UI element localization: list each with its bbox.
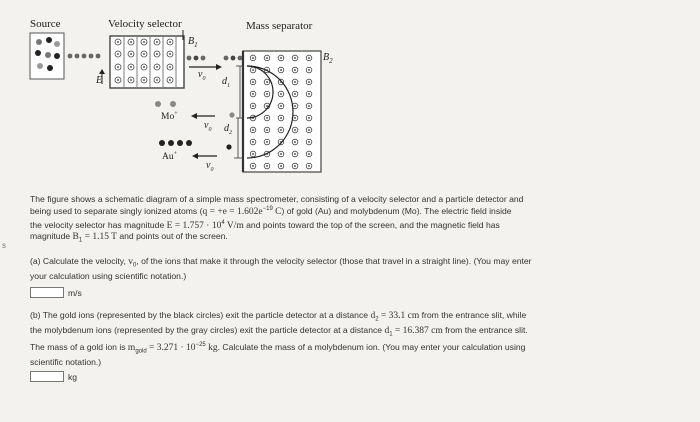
- au-exit-ions: [159, 140, 232, 150]
- part-a-question: (a) Calculate the velocity, v0, of the i…: [30, 256, 650, 282]
- figure-drawing: [29, 30, 322, 173]
- d2-label: d2: [224, 123, 232, 136]
- v0-au-label: v0: [206, 160, 214, 173]
- problem-intro: The figure shows a schematic diagram of …: [30, 194, 650, 246]
- mo-exit-ions: [155, 101, 235, 118]
- part-a-line-2: your calculation using scientific notati…: [30, 271, 187, 282]
- part-b-line-4: scientific notation.): [30, 357, 102, 368]
- b1-field-dots: [114, 38, 174, 84]
- source-label: Source: [30, 18, 61, 30]
- mo-ion-label: Mo+: [161, 111, 178, 123]
- part-a-answer: m/s: [30, 287, 82, 298]
- d1-label: d1: [222, 76, 230, 89]
- b1-label: B1: [188, 36, 198, 49]
- mo-v0-arrow: [191, 113, 215, 119]
- mass-answer-input[interactable]: [30, 371, 64, 382]
- beam-ions-left: [67, 53, 101, 59]
- part-b-line-3: The mass of a gold ion is mgold = 3.271 …: [30, 342, 526, 355]
- b2-field-dots: [249, 54, 313, 170]
- au-ion-label: Au+: [162, 151, 178, 163]
- d2-bracket: [234, 118, 243, 159]
- mo-path: [246, 65, 274, 119]
- b2-label: B2: [323, 52, 333, 65]
- part-b-answer: kg: [30, 371, 77, 382]
- intro-line-1: The figure shows a schematic diagram of …: [30, 194, 524, 204]
- intro-line-2: being used to separate singly ionized at…: [30, 206, 512, 218]
- part-b-line-2: the molybdenum ions (represented by the …: [30, 325, 528, 338]
- e-field-label: E: [96, 75, 103, 86]
- part-b-question: (b) The gold ions (represented by the bl…: [30, 310, 650, 368]
- au-path: [246, 65, 294, 159]
- edge-mark: s: [2, 241, 6, 250]
- e-field-lines: [123, 37, 177, 87]
- velocity-selector-label: Velocity selector: [108, 18, 182, 30]
- velocity-answer-input[interactable]: [30, 287, 64, 298]
- part-b-line-1: (b) The gold ions (represented by the bl…: [30, 310, 527, 323]
- mass-unit: kg: [68, 371, 78, 382]
- d1-bracket: [236, 65, 243, 119]
- part-a-line-1: (a) Calculate the velocity, v0, of the i…: [30, 256, 532, 269]
- beam-ions-right: [186, 55, 243, 61]
- intro-line-4: magnitude B1 = 1.15 T and points out of …: [30, 230, 228, 244]
- v0-top-arrow: [189, 64, 222, 70]
- velocity-unit: m/s: [68, 287, 82, 298]
- e-field-arrow: [99, 69, 105, 84]
- source-ions: [35, 37, 60, 71]
- intro-line-3: the velocity selector has magnitude E = …: [30, 219, 500, 231]
- mass-separator-label: Mass separator: [246, 20, 313, 32]
- v0-top-label: v0: [198, 69, 206, 82]
- v0-mo-label: v0: [204, 120, 212, 133]
- au-v0-arrow: [192, 153, 217, 159]
